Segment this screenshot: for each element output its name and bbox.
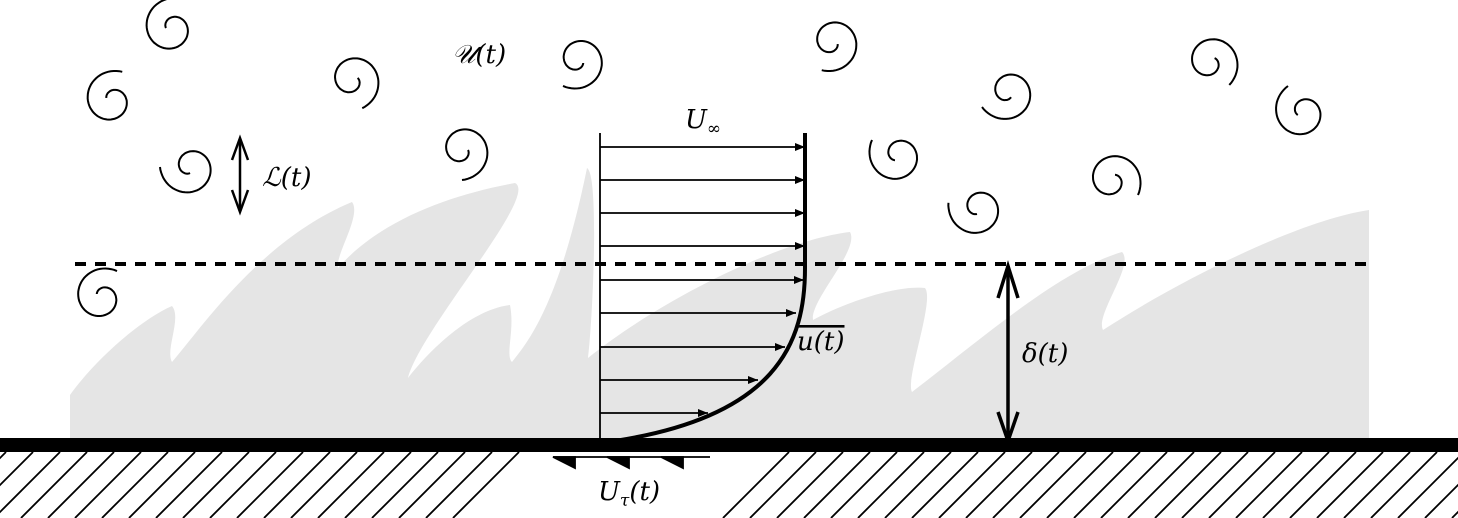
eddy-icon bbox=[145, 0, 189, 50]
hatch-line bbox=[1316, 451, 1384, 518]
hatch-line bbox=[74, 451, 142, 518]
eddy-icon bbox=[548, 33, 612, 100]
mean-velocity-label: u(t) bbox=[797, 327, 844, 357]
velocity-profile bbox=[599, 133, 807, 445]
eddy-icon bbox=[1265, 77, 1329, 144]
hatch-line bbox=[1289, 451, 1357, 518]
eddy-icon bbox=[159, 150, 212, 194]
hatch-line bbox=[1181, 451, 1249, 518]
eddy-icon bbox=[858, 125, 925, 189]
hatch-line bbox=[101, 451, 169, 518]
turbulent-region bbox=[70, 168, 1369, 443]
hatch-line bbox=[263, 451, 331, 518]
hatch-line bbox=[182, 451, 250, 518]
hatch-line bbox=[965, 451, 1033, 518]
eddy-icon bbox=[445, 128, 489, 181]
thickness-label: δ(t) bbox=[1022, 339, 1068, 369]
eddy-icon bbox=[1085, 146, 1152, 210]
hatch-line bbox=[0, 451, 61, 514]
wall-shear-arrows bbox=[552, 456, 710, 470]
hatch-line bbox=[749, 451, 817, 518]
hatch-line bbox=[1073, 451, 1141, 518]
eddy-icon bbox=[973, 66, 1040, 130]
hatch-line bbox=[344, 451, 412, 518]
hatch-line bbox=[857, 451, 925, 518]
wall-hatching bbox=[0, 451, 1458, 518]
hatch-line bbox=[1100, 451, 1168, 518]
hatch-line bbox=[1397, 456, 1458, 518]
eddy-icon bbox=[943, 186, 1003, 238]
eddy-icon bbox=[80, 62, 139, 126]
hatch-line bbox=[803, 451, 871, 518]
outer-velocity-label: 𝒰(t) bbox=[452, 40, 506, 70]
eddy-icon bbox=[329, 50, 388, 115]
wall bbox=[0, 438, 1458, 452]
hatch-line bbox=[155, 451, 223, 518]
friction-velocity-label: Uτ(t) bbox=[598, 477, 660, 511]
length-scale-label: ℒ(t) bbox=[262, 163, 311, 193]
hatch-line bbox=[128, 451, 196, 518]
hatch-line bbox=[830, 451, 898, 518]
hatch-line bbox=[776, 451, 844, 518]
hatch-line bbox=[1046, 451, 1114, 518]
hatch-line bbox=[0, 451, 34, 487]
hatch-line bbox=[1424, 483, 1458, 518]
hatch-line bbox=[938, 451, 1006, 518]
eddy-icon bbox=[1183, 28, 1250, 97]
hatch-line bbox=[992, 451, 1060, 518]
hatch-line bbox=[722, 451, 790, 518]
hatch-line bbox=[1154, 451, 1222, 518]
hatch-line bbox=[290, 451, 358, 518]
hatch-line bbox=[911, 451, 979, 518]
hatch-line bbox=[452, 451, 520, 518]
hatch-line bbox=[236, 451, 304, 518]
hatch-line bbox=[1262, 451, 1330, 518]
hatch-line bbox=[1208, 451, 1276, 518]
hatch-line bbox=[317, 451, 385, 518]
freestream-label: U∞ bbox=[685, 105, 721, 139]
hatch-line bbox=[20, 451, 88, 518]
eddy-icon bbox=[805, 16, 864, 80]
hatch-line bbox=[398, 451, 466, 518]
hatch-line bbox=[1235, 451, 1303, 518]
hatch-line bbox=[371, 451, 439, 518]
hatch-line bbox=[425, 451, 493, 518]
hatch-line bbox=[1019, 451, 1087, 518]
hatch-line bbox=[47, 451, 115, 518]
hatch-line bbox=[1370, 451, 1438, 518]
hatch-line bbox=[209, 451, 277, 518]
eddy-icon bbox=[68, 257, 132, 324]
length-scale-arrow bbox=[230, 134, 250, 216]
hatch-line bbox=[1343, 451, 1411, 518]
hatch-line bbox=[884, 451, 952, 518]
hatch-line bbox=[1127, 451, 1195, 518]
